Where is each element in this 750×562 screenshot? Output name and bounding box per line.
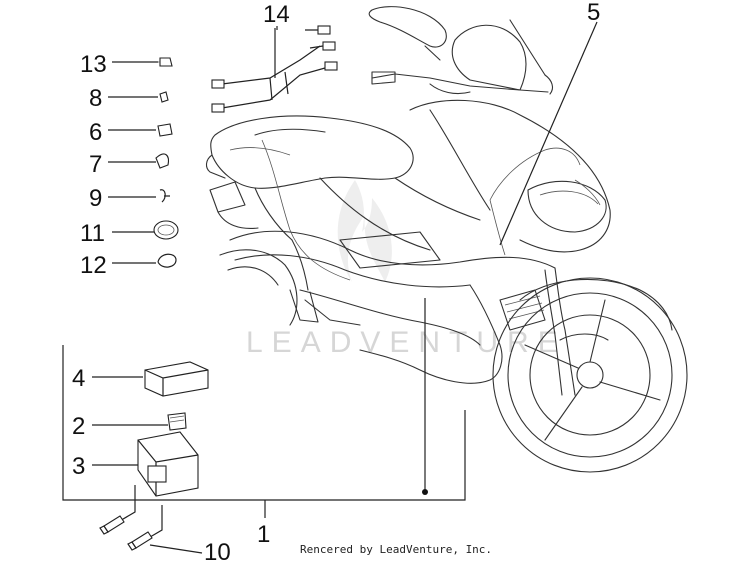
part-4-block (144, 361, 209, 397)
callout-14: 14 (263, 1, 290, 28)
callout-13: 13 (80, 51, 107, 78)
part-11-ring (153, 220, 179, 240)
watermark-text: LEADVENTURE (246, 326, 567, 359)
part-7-bracket (155, 153, 169, 169)
part-8-clamp (159, 91, 169, 103)
part-6-connector (157, 123, 173, 137)
callout-2: 2 (72, 413, 85, 440)
callout-11: 11 (80, 220, 105, 247)
scooter-drawing (205, 6, 688, 473)
callout-7: 7 (89, 151, 102, 178)
part-3-box (137, 431, 199, 497)
part-9-hook (159, 189, 170, 203)
part-12-ring (157, 253, 177, 268)
part-10-screws (99, 515, 153, 551)
callout-numbers: 14 5 13 8 6 7 9 11 12 4 2 3 1 10 (72, 0, 600, 562)
callout-4: 4 (72, 365, 85, 392)
callout-6: 6 (89, 119, 102, 146)
callout-8: 8 (89, 85, 102, 112)
callout-1: 1 (257, 521, 270, 548)
callout-9: 9 (89, 185, 102, 212)
watermark: LEADVENTURE (246, 180, 567, 359)
part-14-harness (211, 25, 338, 113)
callout-5: 5 (587, 0, 600, 26)
flame-logo-icon (337, 180, 392, 282)
credit-text: Rencered by LeadVenture, Inc. (300, 543, 492, 556)
callout-10: 10 (204, 539, 231, 562)
part-2-fuse (167, 412, 187, 431)
callout-3: 3 (72, 453, 85, 480)
callout-12: 12 (80, 252, 107, 279)
leader-lines (62, 21, 598, 554)
